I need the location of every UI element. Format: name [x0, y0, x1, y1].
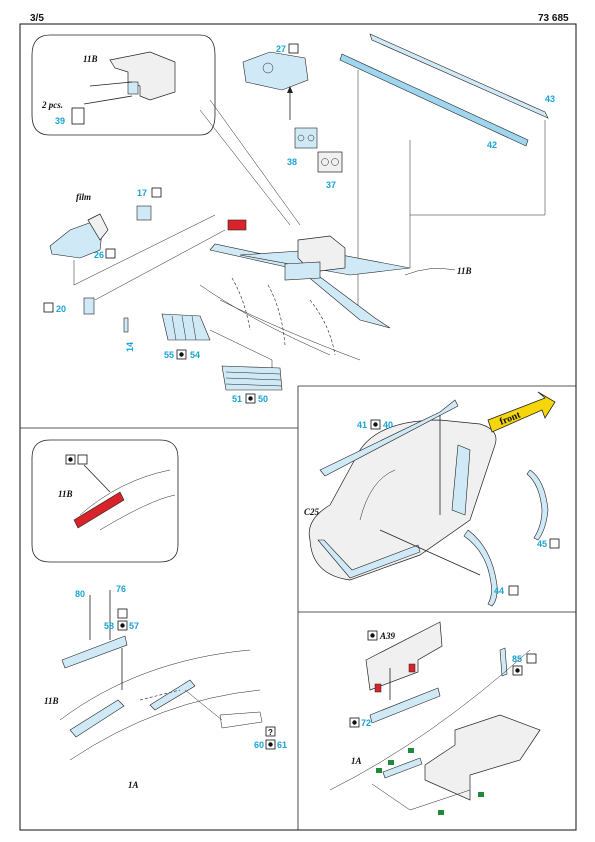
- seat-etch: [284, 261, 321, 281]
- question-box-icon: [265, 726, 276, 737]
- part-17-shape: [136, 205, 152, 221]
- red-strip: [73, 491, 125, 529]
- checkmark-box-icon: [526, 653, 537, 664]
- part-72-label: 72: [361, 718, 371, 728]
- checkmark-box-icon: [549, 538, 560, 549]
- part-61-label: 61: [277, 740, 287, 750]
- part-44-label: 44: [494, 586, 504, 596]
- part-85-shape: [499, 647, 508, 677]
- part-45-shape: [526, 469, 549, 541]
- top-panel: 11B 2 pcs. 39 27 38 37 43 42: [31, 33, 555, 404]
- fold-icon: [77, 454, 88, 465]
- cockpit-sill-right: [149, 679, 196, 711]
- part-37-label: 37: [326, 180, 336, 190]
- part-58-shape: [61, 635, 128, 669]
- part-55-label: 55: [164, 350, 174, 360]
- cockpit-tub: [424, 714, 541, 801]
- part-41-shape: [319, 399, 459, 477]
- part-14-label: 14: [125, 342, 135, 352]
- bottom-right-panel: A39 72 85 1A: [329, 621, 541, 815]
- part-51-mesh: [221, 365, 283, 391]
- part-80-label: 80: [75, 589, 85, 599]
- red-part: [227, 219, 247, 231]
- inset-etch-part: [127, 81, 139, 95]
- svg-text:?: ?: [268, 728, 273, 737]
- part-60-label: 60: [254, 740, 264, 750]
- part-26-shape: [49, 221, 103, 259]
- checkmark-box-icon: [288, 43, 299, 54]
- part-85-label: 85: [512, 654, 522, 664]
- checkmark-box-icon: [105, 248, 116, 259]
- film-part: [87, 213, 109, 241]
- checkmark-box-icon: [151, 187, 162, 198]
- stepped-seat-part: [109, 51, 176, 101]
- left-lower-panel: 11B 80 76 58 57 11B ? 60 61 1A: [31, 439, 287, 790]
- canopy-ref-label: C25: [304, 507, 320, 517]
- part-42-shape: [339, 53, 529, 147]
- canopy-frame-bottom: [317, 539, 421, 579]
- part-57-label: 57: [129, 621, 139, 631]
- left-inset-ref: 11B: [58, 489, 73, 499]
- part-44-shape: [463, 529, 498, 607]
- part-17-label: 17: [137, 188, 147, 198]
- part-58-label: 58: [104, 621, 114, 631]
- part-43-label: 43: [545, 94, 555, 104]
- part-42-label: 42: [487, 140, 497, 150]
- part-a39-shape: [365, 621, 443, 691]
- cockpit-sill-left: [69, 699, 125, 738]
- checkmark-box-icon: [43, 302, 54, 313]
- cockpit-tub-strip: [382, 757, 423, 779]
- part-27-label: 27: [276, 44, 286, 54]
- part-26-label: 26: [94, 250, 104, 260]
- part-20-label: 20: [56, 304, 66, 314]
- part-27-shape: [242, 51, 309, 91]
- inset-ref-label: 11B: [83, 54, 98, 64]
- part-50-label: 50: [258, 394, 268, 404]
- part-20-shape: [83, 297, 95, 315]
- part-14-shape: [123, 317, 129, 333]
- checkmark-box-icon: [508, 585, 519, 596]
- part-72-shape: [369, 687, 441, 724]
- part-60-shape: [219, 711, 263, 729]
- part-41-label: 41: [357, 420, 367, 430]
- top-ref-label: 11B: [457, 266, 472, 276]
- film-label: film: [76, 192, 91, 202]
- bottom-right-ref: 1A: [351, 756, 362, 766]
- inset-qty-label: 2 pcs.: [41, 100, 63, 110]
- front-arrow: [487, 391, 556, 433]
- left-ref-2: 1A: [128, 780, 139, 790]
- part-55-shape: [161, 313, 211, 341]
- part-38-label: 38: [287, 157, 297, 167]
- left-ref-1: 11B: [44, 696, 59, 706]
- part-51-label: 51: [232, 394, 242, 404]
- part-37-shape: [317, 151, 343, 173]
- part-39-shape: [71, 107, 85, 125]
- left-inset-box: [31, 439, 179, 563]
- part-38-shape: [294, 127, 318, 149]
- part-54-label: 54: [190, 350, 200, 360]
- part-76-label: 76: [116, 584, 126, 594]
- part-43-shape: [369, 33, 549, 119]
- part-a39-label: A39: [379, 631, 396, 641]
- canopy-panel: 41 40 front 45 44 C25: [304, 391, 560, 607]
- kit-number: 73 685: [538, 13, 569, 24]
- inset-box: [31, 34, 216, 136]
- part-39-label: 39: [55, 116, 65, 126]
- canopy-frame-rear: [451, 444, 471, 516]
- checkmark-box-icon: [117, 608, 128, 619]
- part-45-label: 45: [537, 539, 547, 549]
- page-number: 3/5: [30, 13, 44, 24]
- part-40-label: 40: [383, 420, 393, 430]
